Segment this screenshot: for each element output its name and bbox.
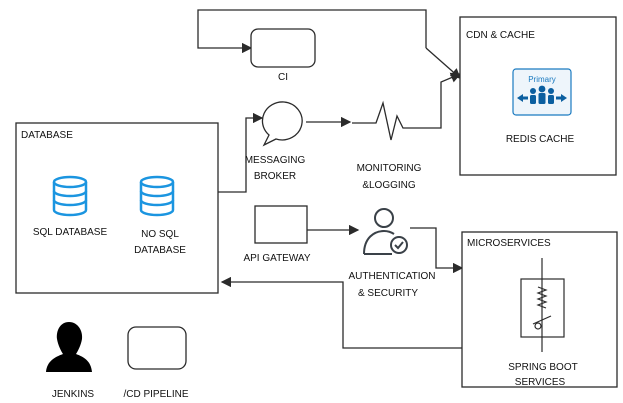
cdn-cache-title: CDN & CACHE (466, 30, 535, 41)
user-check-icon (363, 208, 408, 255)
nosql-database-label-1: NO SQL (141, 229, 179, 240)
auth-label-1: AUTHENTICATION (348, 271, 435, 282)
database-box: DATABASE SQL DATABASE NO SQL DATABASE (15, 122, 219, 294)
microservices-box: MICROSERVICES SPRING BOOT SERVICES (461, 231, 618, 388)
database-title: DATABASE (21, 130, 73, 141)
monitoring-label-1: MONITORING (357, 163, 422, 174)
spring-boot-label-1: SPRING BOOT (508, 362, 577, 373)
redis-cache-label: REDIS CACHE (506, 134, 575, 145)
jenkins-user-icon (46, 322, 92, 372)
messaging-broker-label-1: MESSAGING (245, 155, 306, 166)
ci-loop-connector (197, 9, 427, 54)
monitoring-pulse-icon (352, 100, 416, 141)
db-to-broker-connector (218, 112, 264, 193)
messaging-broker-icon (261, 101, 303, 147)
cd-pipeline-label: /CD PIPELINE (123, 389, 188, 400)
ci-to-cdn-connector (425, 47, 461, 79)
microservices-title: MICROSERVICES (467, 238, 551, 249)
monitoring-label-2: &LOGGING (362, 180, 416, 191)
api-gateway-box (254, 205, 308, 244)
nosql-database-label-2: DATABASE (134, 245, 186, 256)
cdn-cache-box: CDN & CACHE Primary REDIS CACHE (459, 16, 617, 176)
redis-cache-icon: Primary (512, 68, 572, 116)
ci-box (250, 28, 316, 68)
jenkins-label: JENKINS (52, 389, 95, 400)
sql-database-label: SQL DATABASE (33, 227, 108, 238)
auth-label-2: & SECURITY (358, 288, 418, 299)
api-gateway-label: API GATEWAY (243, 253, 310, 264)
redis-badge-label: Primary (528, 75, 556, 84)
spring-boot-label-2: SERVICES (515, 377, 566, 388)
cd-pipeline-box (127, 326, 187, 370)
monitoring-to-cdn-connector (416, 72, 462, 129)
microservices-to-db-connector (220, 276, 462, 349)
auth-to-microservices-connector (410, 227, 464, 274)
ci-label: CI (278, 72, 288, 83)
sql-database-icon (52, 175, 88, 217)
nosql-database-icon (139, 175, 175, 217)
messaging-broker-label-2: BROKER (254, 171, 296, 182)
spring-valve-icon (520, 258, 565, 352)
